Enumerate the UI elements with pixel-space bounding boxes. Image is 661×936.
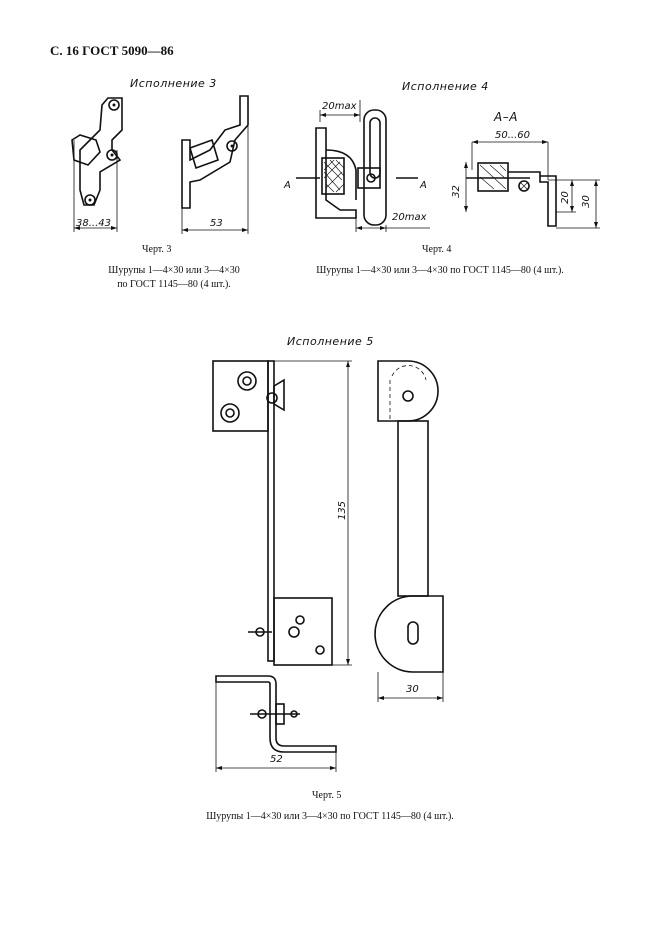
fig5-plan-view xyxy=(215,675,337,772)
fig4-dim-50-60: 50...60 xyxy=(495,130,530,141)
fig3-note-line1: Шурупы 1—4×30 или 3—4×30 xyxy=(108,265,240,276)
fig3-side-view xyxy=(181,95,249,234)
fig4-cut-left: А xyxy=(284,180,291,191)
fig5-dim-135: 135 xyxy=(337,500,349,521)
fig5-side-view xyxy=(374,360,444,702)
fig4-note: Шурупы 1—4×30 или 3—4×30 по ГОСТ 1145—80… xyxy=(316,265,564,276)
fig3-title: Исполнение 3 xyxy=(130,77,217,90)
fig5-caption: Черт. 5 xyxy=(312,790,342,801)
fig5-dim-30: 30 xyxy=(406,684,419,695)
fig5-front-view xyxy=(212,360,352,666)
fig4-dim-bottom: 20max xyxy=(392,212,427,223)
fig4-dim-20: 20 xyxy=(559,191,571,204)
fig3-front-view xyxy=(71,97,123,232)
fig3-note-line2: по ГОСТ 1145—80 (4 шт.). xyxy=(117,279,231,290)
fig4-dim-30: 30 xyxy=(580,195,592,208)
fig5-dim-52: 52 xyxy=(270,754,283,765)
fig5-note: Шурупы 1—4×30 или 3—4×30 по ГОСТ 1145—80… xyxy=(206,811,454,822)
fig4-dim-top: 20max xyxy=(322,101,357,112)
fig4-front-view xyxy=(296,100,430,232)
fig4-caption: Черт. 4 xyxy=(422,244,452,255)
page-header: С. 16 ГОСТ 5090—86 xyxy=(50,43,174,58)
fig4-section-label: А–А xyxy=(494,110,518,124)
fig5-title: Исполнение 5 xyxy=(287,335,374,348)
fig4-title: Исполнение 4 xyxy=(402,80,489,93)
fig3-caption: Черт. 3 xyxy=(142,244,172,255)
fig4-cut-right: А xyxy=(420,180,427,191)
fig4-section-view xyxy=(464,140,600,229)
fig4-dim-32: 32 xyxy=(450,185,462,198)
fig3-dim-b: 53 xyxy=(210,218,223,229)
fig3-dim-a: 38...43 xyxy=(76,218,111,229)
